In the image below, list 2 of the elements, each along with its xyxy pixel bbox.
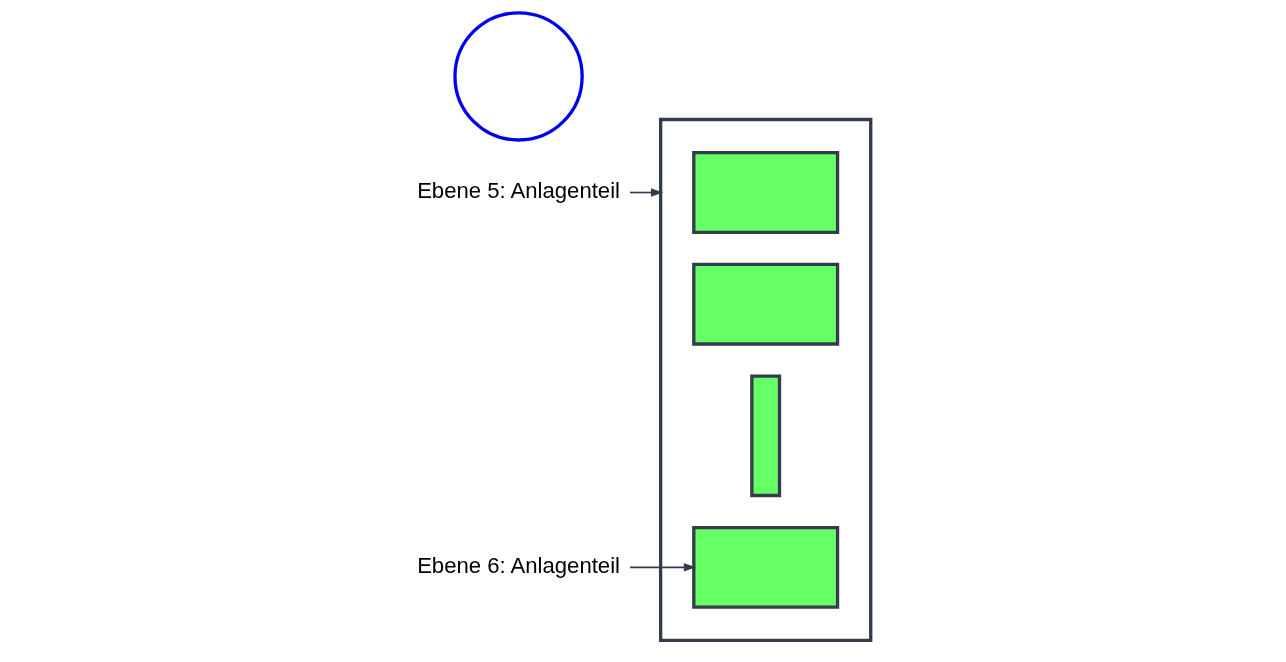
node-text: Ebene 5: Anlagenteil — [416, 178, 620, 204]
node-text: Ebene 6: Anlagenteil — [416, 552, 620, 578]
